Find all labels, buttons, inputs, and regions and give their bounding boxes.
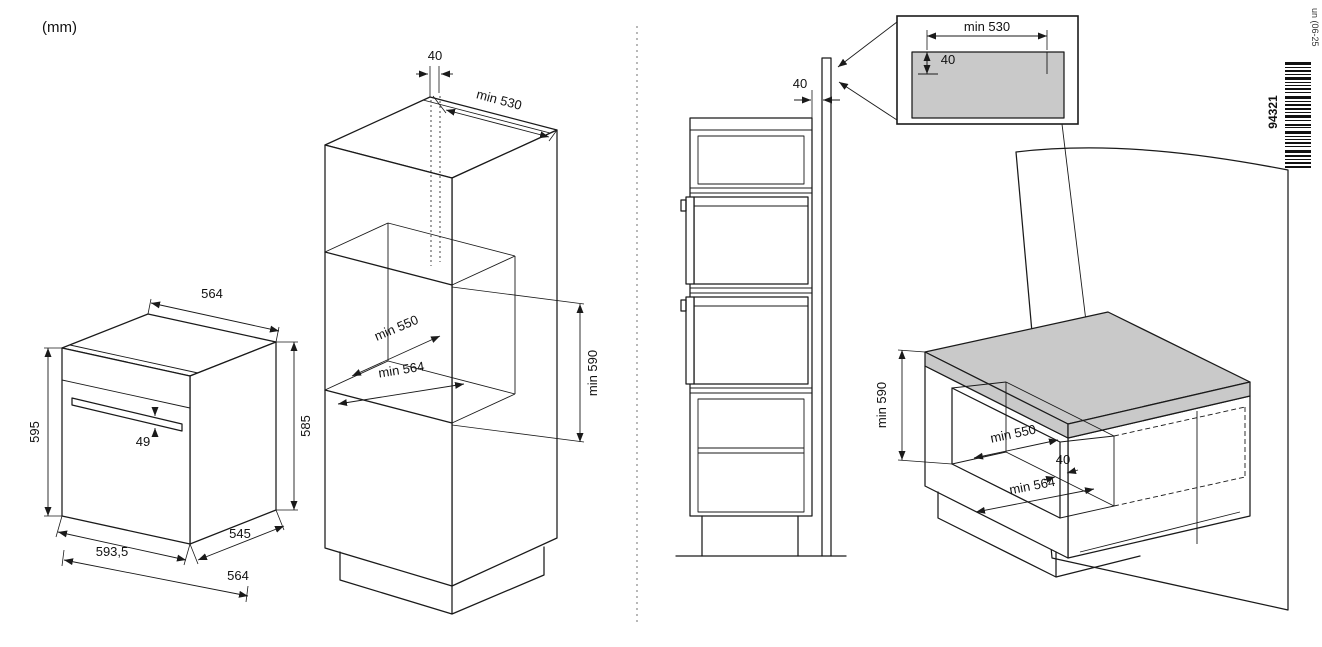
dimension-line [150, 301, 280, 333]
detail-inset: min 530 40 [896, 15, 1079, 125]
base-side-details [1079, 411, 1241, 553]
hidden-lines [1113, 406, 1246, 507]
worktop-slab [911, 51, 1065, 119]
barcode: 94321 un (06-25 [1266, 8, 1320, 168]
dimension-line [445, 108, 550, 139]
oven-panel-lines [61, 344, 199, 409]
dim-oven-rear-height: 585 [276, 341, 313, 511]
upper-compartment [697, 135, 805, 185]
dim-label-tall-niche-width: min 564 [377, 359, 425, 381]
oven-2-handle [680, 299, 687, 312]
dim-side-wall-gap: 40 [793, 76, 840, 118]
units-label: (mm) [42, 19, 77, 36]
dim-oven-front-width: 593,5 [55, 515, 191, 566]
dimension-line [975, 487, 1095, 514]
extension-lines [451, 286, 585, 443]
dim-oven-height: 595 [27, 347, 62, 517]
extension-lines [429, 66, 440, 97]
tall-cabinet-view: 40 min 530 min 550 min 564 min 590 [324, 48, 600, 615]
dim-tall-niche-width: min 564 [337, 359, 465, 407]
oven-1-body [693, 196, 809, 285]
oven-handle [71, 397, 183, 432]
dim-base-rear-gap: 40 [1043, 452, 1079, 483]
extension-lines [432, 95, 558, 142]
shelf-lines [690, 187, 812, 394]
dim-label-detail-top-depth: min 530 [964, 19, 1010, 34]
barcode-bars [1285, 62, 1311, 168]
dim-detail-rear-gap: 40 [918, 52, 955, 75]
oven-1-door [685, 196, 695, 285]
page-edge-code: un (06-25 [1310, 8, 1320, 47]
dim-tall-rear-gap: 40 [416, 48, 453, 266]
dim-oven-top-width: 564 [147, 286, 280, 343]
side-section-view: 40 [675, 21, 898, 557]
dimension-line [57, 530, 187, 562]
base-plinth [937, 491, 1141, 578]
cabinet-side-face [451, 129, 558, 587]
dim-label-oven-handle: 49 [136, 434, 150, 449]
dim-label-side-wall-gap: 40 [793, 76, 807, 91]
plinth-lines [701, 515, 799, 557]
extension-lines [44, 347, 62, 517]
dim-label-oven-side-depth: 545 [229, 526, 251, 541]
dim-label-detail-rear-gap: 40 [941, 52, 955, 67]
part-number: 94321 [1266, 95, 1280, 129]
dimension-line [197, 525, 285, 561]
dim-label-oven-top-width: 564 [201, 286, 223, 301]
dim-oven-side-depth: 545 [189, 509, 285, 565]
oven-2-door [685, 296, 695, 385]
dim-label-oven-bottom-width: 564 [227, 568, 249, 583]
dim-oven-bottom-width: 564 [61, 549, 249, 603]
dim-label-oven-height: 595 [27, 421, 42, 443]
cabinet-plinth [339, 546, 545, 615]
dimension-line [337, 381, 465, 407]
dimension-line [63, 558, 249, 598]
dim-label-tall-rear-gap: 40 [428, 48, 442, 63]
dimension-line [351, 335, 441, 377]
base-cabinet-view: min 590 min 550 40 min 564 [874, 123, 1289, 611]
oven-2-body [693, 296, 809, 385]
dim-oven-handle: 49 [136, 407, 159, 449]
oven-view: 564 595 49 593,5 564 545 [27, 286, 313, 603]
wall-lines [821, 57, 832, 557]
dim-label-base-niche-height: min 590 [874, 382, 889, 428]
arrow-a [1043, 475, 1056, 483]
dimension-line [973, 438, 1059, 460]
extension-lines [276, 341, 298, 511]
arrow-b [1066, 467, 1079, 475]
dim-label-tall-niche-height: min 590 [585, 350, 600, 396]
oven-front-face [61, 347, 191, 545]
dim-tall-niche-height: min 590 [451, 286, 600, 443]
detail-leader-bottom [838, 81, 898, 121]
extension-lines [61, 549, 249, 603]
dim-base-niche-height: min 590 [874, 349, 953, 465]
detail-leader-top [837, 21, 898, 68]
dim-label-tall-top-depth: min 530 [475, 86, 524, 112]
dim-label-base-rear-gap: 40 [1056, 452, 1070, 467]
oven-1-handle [680, 199, 687, 212]
dim-detail-top-depth: min 530 [926, 19, 1048, 50]
worktop-right-edge [1067, 381, 1251, 439]
dim-label-oven-front-width: 593,5 [96, 544, 129, 559]
oven-side-face [189, 341, 277, 545]
lower-compartment [697, 398, 805, 513]
dim-label-oven-rear-height: 585 [298, 415, 313, 437]
